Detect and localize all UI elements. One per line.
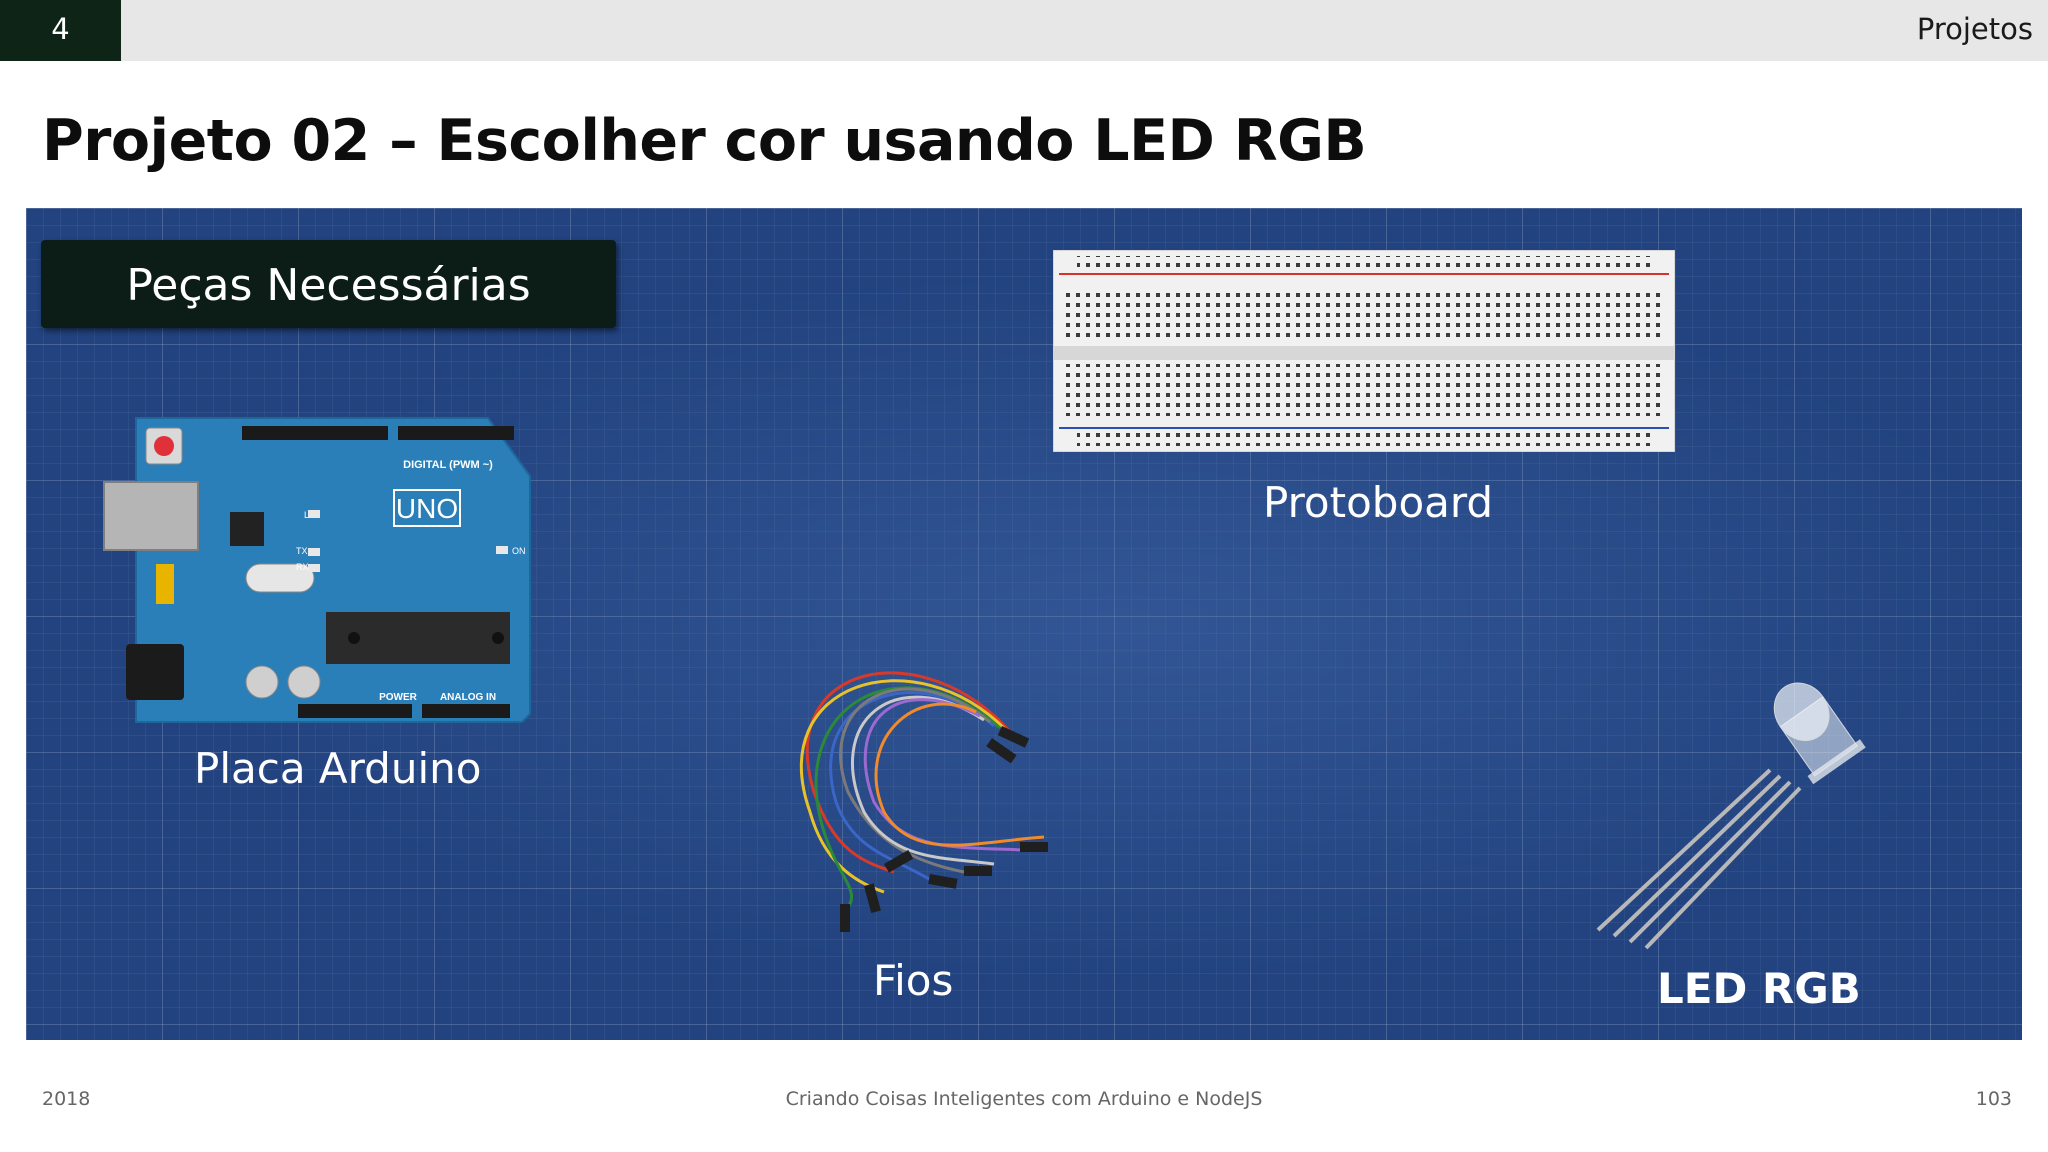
- blueprint-panel: Peças Necessárias UNO DIGITAL (PWM ~) PO…: [26, 208, 2022, 1040]
- chapter-number: 4: [51, 12, 70, 46]
- section-label: Projetos: [1916, 12, 2033, 46]
- parts-header: Peças Necessárias: [41, 240, 616, 328]
- footer-course: Criando Coisas Inteligentes com Arduino …: [785, 1088, 1263, 1110]
- caption-rgb-led: LED RGB: [1657, 964, 1861, 1013]
- arduino-rx-text: RX: [296, 562, 309, 572]
- parts-header-text: Peças Necessárias: [126, 260, 531, 311]
- caption-protoboard: Protoboard: [1263, 478, 1494, 527]
- arduino-tx-text: TX: [296, 546, 308, 556]
- arduino-on-text: ON: [512, 546, 526, 556]
- slide-title: Projeto 02 – Escolher cor usando LED RGB: [42, 108, 1367, 174]
- caption-wires: Fios: [873, 956, 954, 1005]
- protoboard-image: [1053, 250, 1675, 452]
- footer-year: 2018: [42, 1088, 91, 1110]
- caption-arduino: Placa Arduino: [194, 744, 482, 793]
- chapter-badge: 4: [0, 0, 121, 61]
- arduino-power-text: POWER: [379, 692, 418, 703]
- arduino-l-text: L: [304, 510, 309, 520]
- arduino-analog-text: ANALOG IN: [440, 692, 496, 703]
- rgb-led-image: [1596, 682, 1866, 950]
- arduino-board-image: UNO DIGITAL (PWM ~) POWER ANALOG IN ON L…: [103, 417, 531, 723]
- footer-page-number: 103: [1975, 1088, 2012, 1110]
- top-bar: 4 Projetos: [0, 0, 2048, 61]
- arduino-digital-text: DIGITAL (PWM ~): [403, 459, 493, 471]
- arduino-model-text: UNO: [396, 493, 458, 524]
- wires-image: [800, 671, 1048, 932]
